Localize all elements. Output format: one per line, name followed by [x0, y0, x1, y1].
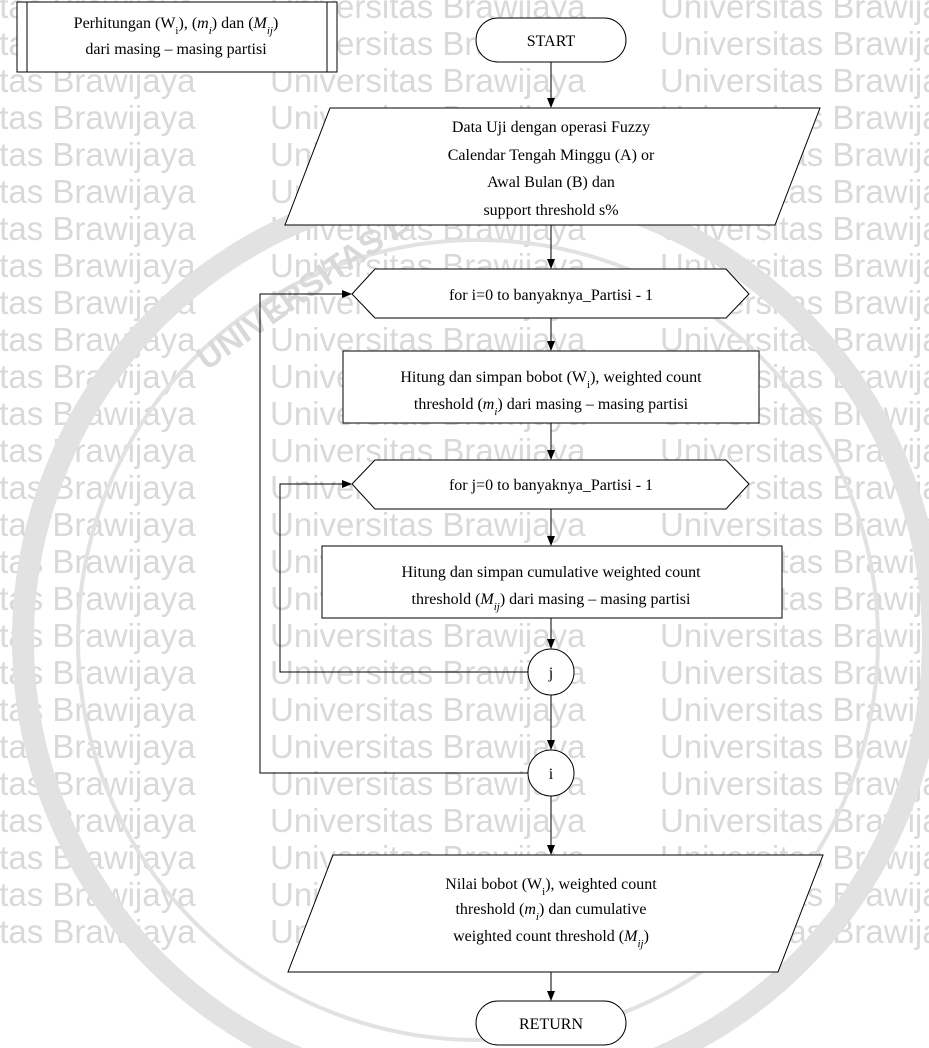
watermark-text: Universitas Brawijaya — [270, 691, 586, 728]
watermark-text: Universitas Brawijaya — [0, 913, 196, 950]
input-data-parallelogram: Data Uji dengan operasi Fuzzy Calendar T… — [284, 107, 821, 226]
watermark-text: Universitas Brawijaya — [0, 210, 196, 247]
watermark-text: Universitas Brawijaya — [660, 25, 929, 62]
loop-j-label: for j=0 to banyaknya_Partisi - 1 — [449, 477, 653, 494]
subprocess-title-line1: Perhitungan (Wi), (mi) dan (Mij) — [74, 15, 279, 37]
input-line-2: Calendar Tengah Minggu (A) or — [448, 147, 655, 164]
watermark-text: Universitas Brawijaya — [270, 802, 586, 839]
watermark-text: Universitas Brawijaya — [270, 617, 586, 654]
output-line-3: weighted count threshold (Mij) — [453, 928, 649, 950]
input-line-1: Data Uji dengan operasi Fuzzy — [452, 119, 650, 136]
flow-loopback-j — [279, 480, 528, 673]
watermark-text: Universitas Brawijaya — [0, 802, 196, 839]
return-label: RETURN — [519, 1016, 583, 1033]
watermark-text: Universitas Brawijaya — [270, 506, 586, 543]
output-line-2: threshold (mi) dan cumulative — [455, 901, 646, 923]
watermark-text: Universitas Brawijaya — [0, 839, 196, 876]
process-cumulative-line2: threshold (Mij) dari masing – masing par… — [412, 591, 692, 613]
watermark-text: Universitas Brawijaya — [0, 321, 196, 358]
input-line-4: support threshold s% — [483, 202, 618, 219]
output-line-1: Nilai bobot (Wi), weighted count — [445, 876, 657, 898]
watermark-text: Universitas Brawijaya — [0, 247, 196, 284]
input-line-3: Awal Bulan (B) dan — [487, 174, 615, 191]
subprocess-header-box: Perhitungan (Wi), (mi) dan (Mij) dari ma… — [16, 1, 338, 73]
flow-loopback-i — [259, 290, 528, 774]
watermark-text: Universitas Brawijaya — [0, 136, 196, 173]
connector-j: j — [527, 648, 575, 696]
loop-j-hexagon: for j=0 to banyaknya_Partisi - 1 — [351, 459, 750, 510]
watermark-text: Universitas Brawijaya — [660, 62, 929, 99]
subprocess-title-line2: dari masing – masing partisi — [85, 41, 267, 58]
start-label: START — [527, 33, 576, 50]
watermark-text: Universitas Brawijaya — [660, 728, 929, 765]
watermark-text: Universitas Brawijaya — [660, 691, 929, 728]
loop-i-label: for i=0 to banyaknya_Partisi - 1 — [449, 287, 653, 304]
loop-i-hexagon: for i=0 to banyaknya_Partisi - 1 — [351, 268, 750, 319]
watermark-text: Universitas Brawijaya — [0, 99, 196, 136]
process-weight-line2: threshold (mi) dari masing – masing part… — [414, 396, 689, 418]
watermark-text: Universitas Brawijaya — [660, 765, 929, 802]
watermark-text: Universitas Brawijaya — [660, 654, 929, 691]
process-weight-box: Hitung dan simpan bobot (Wi), weighted c… — [342, 350, 760, 424]
watermark-text: Universitas Brawijaya — [660, 506, 929, 543]
process-cumulative-line1: Hitung dan simpan cumulative weighted co… — [401, 564, 701, 581]
connector-j-label: j — [548, 665, 553, 682]
watermark-text: Universitas Brawijaya — [0, 469, 196, 506]
watermark-text: Universitas Brawijaya — [0, 432, 196, 469]
process-weight-line1: Hitung dan simpan bobot (Wi), weighted c… — [400, 369, 702, 391]
watermark-text: Universitas Brawijaya — [660, 617, 929, 654]
watermark-text: Universitas Brawijaya — [0, 173, 196, 210]
process-cumulative-box: Hitung dan simpan cumulative weighted co… — [321, 545, 783, 619]
output-data-parallelogram: Nilai bobot (Wi), weighted count thresho… — [287, 854, 824, 973]
return-terminal: RETURN — [475, 1000, 627, 1046]
connector-i: i — [527, 749, 575, 797]
watermark-text: Universitas Brawijaya — [660, 0, 929, 25]
connector-i-label: i — [549, 766, 554, 783]
start-terminal: START — [475, 17, 627, 63]
